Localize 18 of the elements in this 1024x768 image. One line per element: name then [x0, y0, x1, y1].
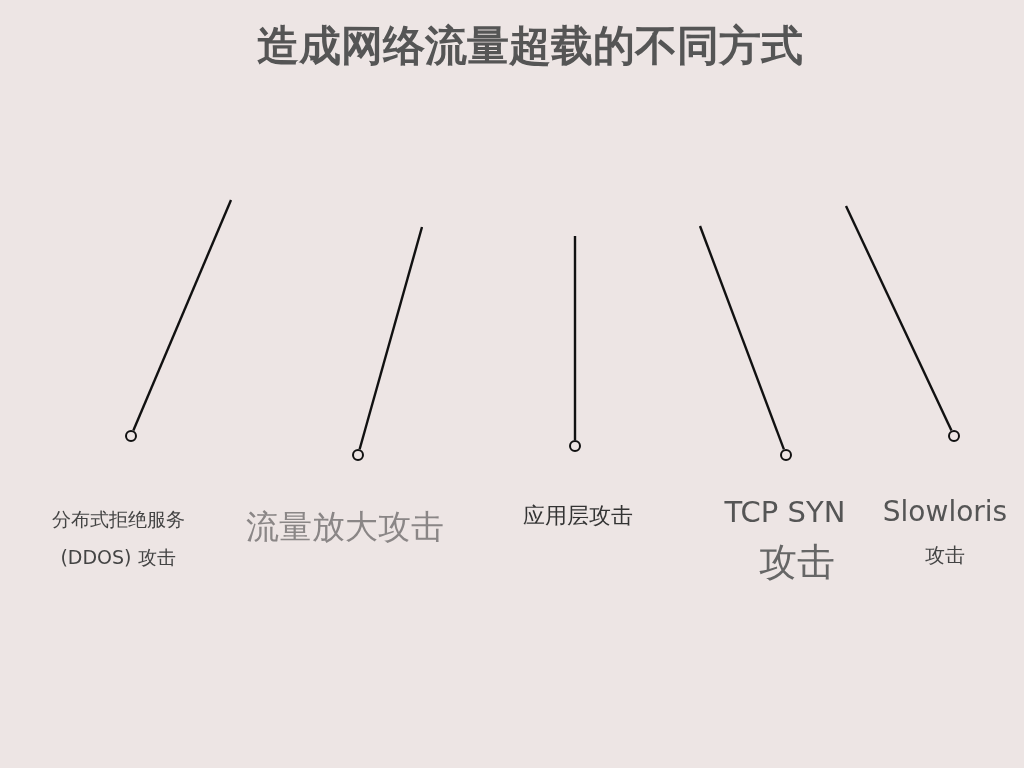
item-label: 分布式拒绝服务 (DDOS) 攻击 [50, 507, 186, 570]
leader-line [573, 236, 577, 440]
item-label: 流量放大攻击 [246, 507, 444, 547]
end-dot [780, 449, 792, 461]
item-label: 攻击 [759, 540, 835, 586]
end-dot [125, 430, 137, 442]
end-dot [569, 440, 581, 452]
end-dot [352, 449, 364, 461]
leader-line [358, 226, 424, 450]
leader-line [844, 205, 953, 432]
title: 造成网络流量超载的不同方式 [256, 20, 804, 72]
end-dot [948, 430, 960, 442]
item-label: TCP SYN [724, 495, 846, 530]
item-label: Slowloris [882, 495, 1008, 529]
item-label: 应用层攻击 [523, 503, 633, 530]
leader-line [132, 199, 233, 431]
item-label: 攻击 [925, 543, 965, 567]
leader-line [698, 225, 785, 450]
